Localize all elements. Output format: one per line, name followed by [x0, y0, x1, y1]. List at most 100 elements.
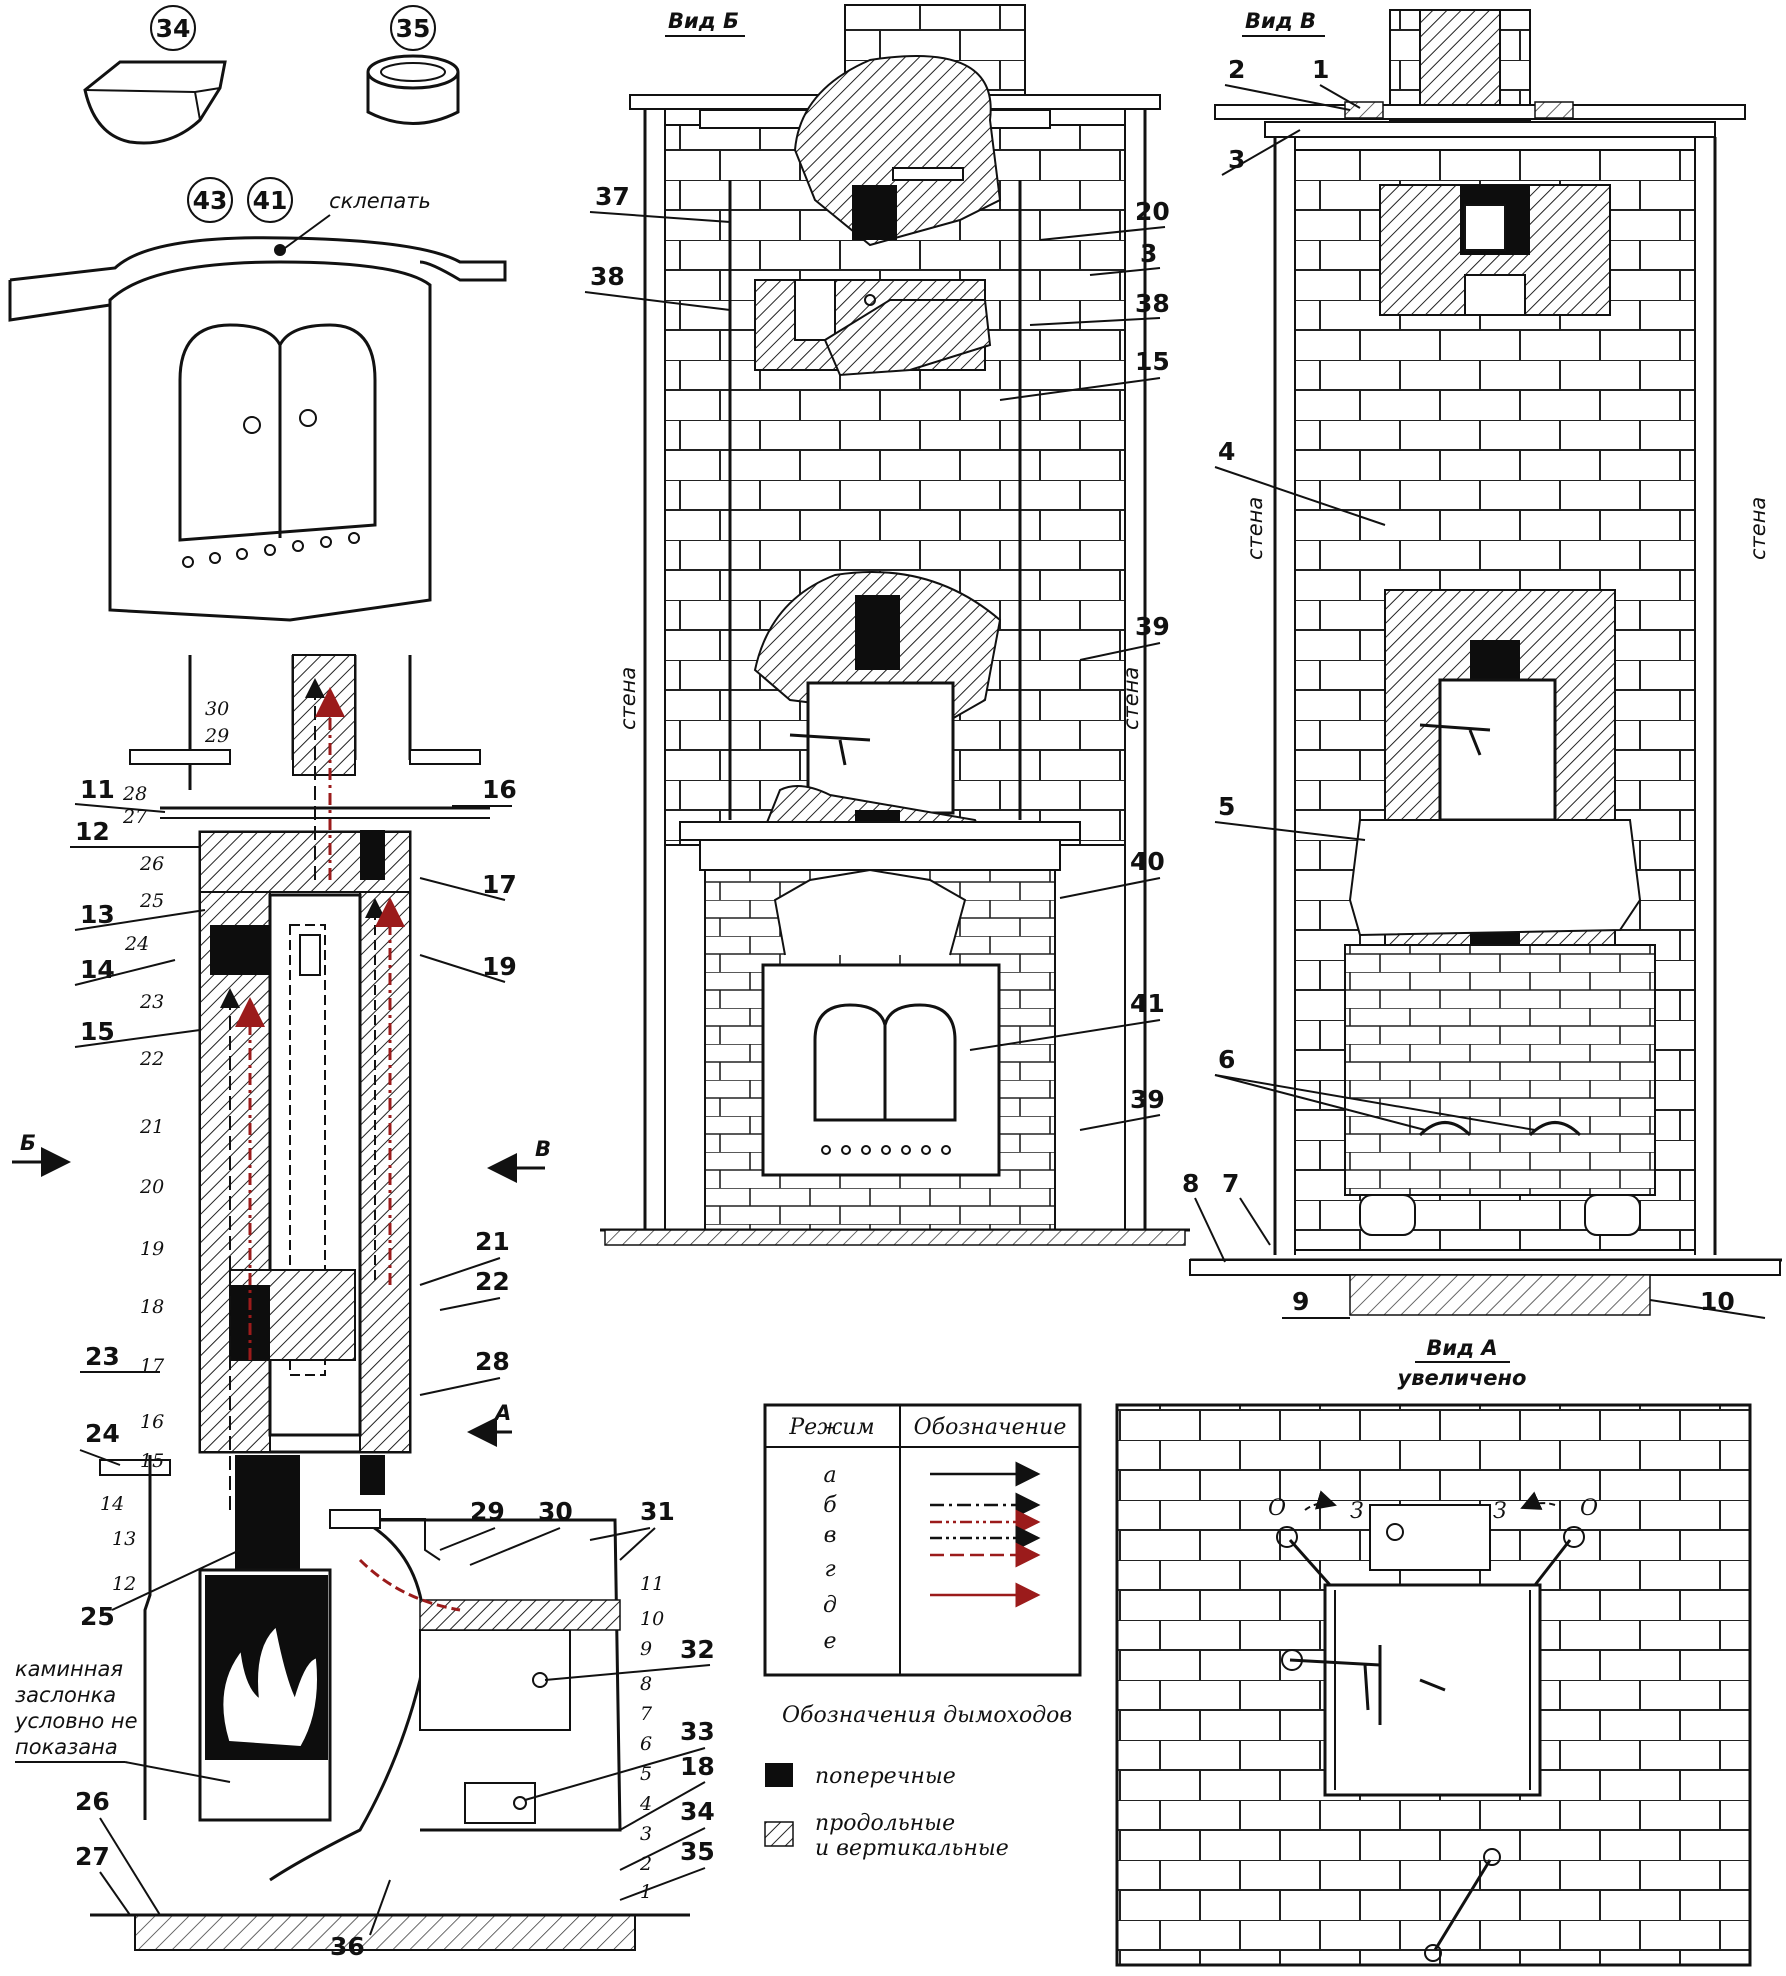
row-numbers-small: 11 10 9 8 7 6 5 4 3 2 1	[639, 1573, 664, 1903]
svg-text:27: 27	[122, 806, 148, 828]
svg-text:6: 6	[1218, 1045, 1235, 1074]
svg-text:2: 2	[1228, 55, 1245, 84]
rivet-note: склепать	[329, 189, 431, 213]
svg-text:15: 15	[1135, 347, 1170, 376]
svg-text:41: 41	[1130, 989, 1165, 1018]
svg-text:25: 25	[80, 1602, 115, 1631]
svg-text:21: 21	[139, 1116, 164, 1138]
legend-longitudinal-1: продольные	[815, 1811, 955, 1836]
svg-text:3: 3	[1228, 145, 1245, 174]
svg-text:7: 7	[1222, 1169, 1239, 1198]
svg-text:11: 11	[80, 775, 115, 804]
svg-text:33: 33	[680, 1717, 715, 1746]
svg-text:32: 32	[680, 1635, 715, 1664]
damper-open-left: О	[1268, 1496, 1286, 1521]
view-v-callouts: 2 1 3 4 5 6 8 7 9 10	[1182, 55, 1766, 1319]
view-b: Вид Б	[600, 4, 1190, 1246]
svg-text:37: 37	[595, 182, 630, 211]
svg-text:3: 3	[1140, 239, 1157, 268]
svg-text:28: 28	[475, 1347, 510, 1376]
svg-text:27: 27	[75, 1842, 110, 1871]
view-v: Вид В стена стена	[1189, 9, 1782, 1316]
svg-text:15: 15	[140, 1450, 164, 1472]
section-arrow-v: В	[535, 1137, 551, 1161]
svg-text:16: 16	[140, 1411, 164, 1433]
svg-text:12: 12	[75, 817, 110, 846]
legend-header-mode: Режим	[788, 1415, 874, 1440]
view-a-subtitle: увеличено	[1398, 1366, 1527, 1390]
wall-label-b-left: стена	[616, 667, 640, 730]
svg-text:4: 4	[1218, 437, 1235, 466]
svg-text:в: в	[824, 1523, 837, 1548]
damper-closed-right: З	[1493, 1499, 1507, 1524]
svg-text:24: 24	[85, 1419, 120, 1448]
legend-table: Режим Обозначение а б в г д е Обозначени…	[763, 1403, 1082, 1861]
svg-text:40: 40	[1130, 847, 1165, 876]
svg-text:30: 30	[538, 1497, 573, 1526]
part-35-ring: 35	[366, 5, 460, 125]
svg-text:9: 9	[640, 1638, 652, 1660]
svg-text:35: 35	[680, 1837, 715, 1866]
wall-label-v-left: стена	[1243, 497, 1267, 560]
svg-text:5: 5	[640, 1763, 652, 1785]
svg-text:показана: показана	[15, 1735, 118, 1759]
callout-34: 34	[156, 14, 191, 43]
svg-text:10: 10	[640, 1608, 664, 1630]
svg-text:6: 6	[640, 1733, 652, 1755]
svg-text:30: 30	[205, 698, 229, 720]
svg-text:23: 23	[85, 1342, 120, 1371]
svg-text:34: 34	[680, 1797, 715, 1826]
svg-text:2: 2	[639, 1853, 652, 1875]
section-arrow-a: А	[493, 1401, 511, 1425]
svg-text:20: 20	[139, 1176, 164, 1198]
wall-label-v-right: стена	[1746, 497, 1770, 560]
damper-note: каминная заслонка условно не показана	[14, 1657, 231, 1783]
svg-text:18: 18	[680, 1752, 715, 1781]
svg-text:29: 29	[204, 725, 229, 747]
svg-text:31: 31	[640, 1497, 675, 1526]
legend-transverse: поперечные	[815, 1764, 956, 1789]
callout-41: 41	[253, 186, 288, 215]
svg-text:д: д	[823, 1593, 837, 1618]
svg-text:38: 38	[1135, 289, 1170, 318]
svg-text:б: б	[823, 1493, 837, 1518]
view-a: Вид А увеличено О З З О	[1115, 1336, 1752, 1967]
view-b-title: Вид Б	[668, 9, 739, 33]
section-arrow-b: Б	[20, 1131, 36, 1155]
view-a-title: Вид А	[1426, 1336, 1497, 1360]
legend-longitudinal-2: и вертикальные	[815, 1836, 1009, 1861]
svg-text:7: 7	[640, 1703, 653, 1725]
svg-text:26: 26	[139, 853, 164, 875]
svg-text:20: 20	[1135, 197, 1170, 226]
damper-open-right: О	[1580, 1496, 1598, 1521]
svg-text:19: 19	[140, 1238, 164, 1260]
svg-text:21: 21	[475, 1227, 510, 1256]
svg-text:23: 23	[139, 991, 164, 1013]
legend-header-symbol: Обозначение	[914, 1415, 1067, 1440]
svg-text:26: 26	[75, 1787, 110, 1816]
svg-text:1: 1	[640, 1881, 652, 1903]
svg-text:3: 3	[640, 1823, 652, 1845]
section-callouts: 11 12 13 14 15 16 17 19 21 22 23 24 28 2…	[70, 775, 715, 1961]
svg-text:22: 22	[475, 1267, 510, 1296]
svg-text:39: 39	[1130, 1085, 1165, 1114]
damper-closed-left: З	[1350, 1499, 1364, 1524]
svg-text:38: 38	[590, 262, 625, 291]
svg-text:е: е	[823, 1629, 836, 1654]
svg-text:12: 12	[112, 1573, 136, 1595]
svg-text:17: 17	[140, 1355, 165, 1377]
wall-label-b-right: стена	[1119, 667, 1143, 730]
svg-text:15: 15	[80, 1017, 115, 1046]
view-v-title: Вид В	[1245, 9, 1316, 33]
air-holes	[182, 532, 360, 568]
svg-text:г: г	[824, 1557, 835, 1582]
svg-text:каминная: каминная	[15, 1657, 123, 1681]
svg-text:14: 14	[100, 1493, 124, 1515]
legend-caption: Обозначения дымоходов	[782, 1703, 1072, 1728]
svg-text:16: 16	[482, 775, 517, 804]
svg-text:22: 22	[139, 1048, 164, 1070]
svg-text:а: а	[823, 1463, 836, 1488]
svg-text:8: 8	[640, 1673, 652, 1695]
